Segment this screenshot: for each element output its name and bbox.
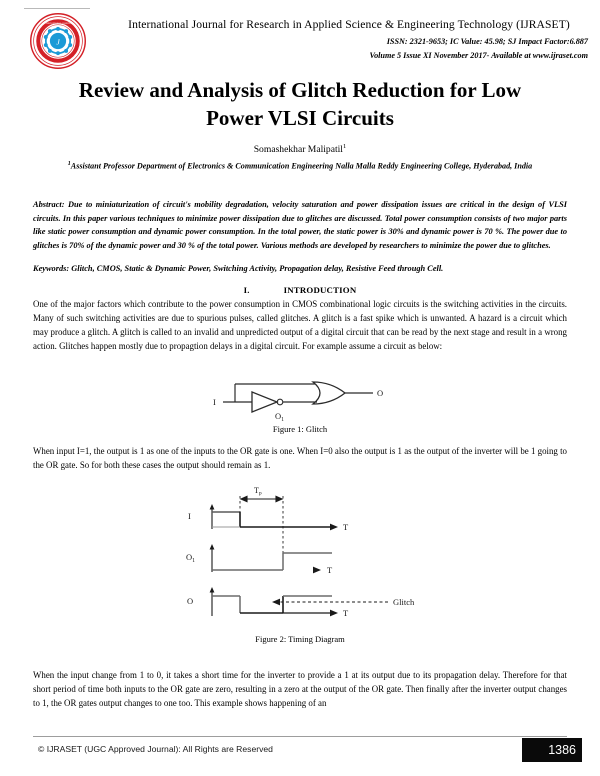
figure2-time-axis-label-I: T xyxy=(343,522,349,532)
keywords-text: Keywords: Glitch, CMOS, Static & Dynamic… xyxy=(33,264,444,273)
figure-1-circuit-diagram: I O1 O xyxy=(205,374,395,423)
figure2-time-axis-label-O1: T xyxy=(327,565,333,575)
figure1-output-label: O xyxy=(377,388,383,398)
author-name-text: Somashekhar Malipatil xyxy=(253,144,343,156)
journal-issn-line: ISSN: 2321-9653; IC Value: 45.98; SJ Imp… xyxy=(386,37,588,46)
svg-text:INTERNATIONAL JOURNAL: INTERNATIONAL JOURNAL xyxy=(43,22,73,25)
figure-1-caption: Figure 1: Glitch xyxy=(272,424,328,434)
figure2-signal-I-label: I xyxy=(188,511,191,521)
timing-diagram-svg: Tp I T O1 xyxy=(186,486,415,618)
affiliation-marker: 1 xyxy=(67,161,71,167)
figure2-axis-arrow-I xyxy=(330,523,338,531)
journal-title: International Journal for Research in Ap… xyxy=(128,18,570,31)
paragraph-after-figure-1: When input I=1, the output is 1 as one o… xyxy=(33,446,567,471)
journal-logo: INTERNATIONAL JOURNAL J xyxy=(24,8,90,74)
figure2-delay-label: Tp xyxy=(254,486,262,497)
figure2-axis-arrow-O1 xyxy=(313,566,321,574)
figure1-input-label: I xyxy=(213,397,216,407)
section-numeral: I. xyxy=(243,285,250,295)
logo-top-rule xyxy=(24,8,90,9)
glitch-circuit-svg: I O1 O xyxy=(213,381,383,423)
footer-divider xyxy=(33,736,567,737)
abstract-text: Abstract: Due to miniaturization of circ… xyxy=(33,200,567,250)
journal-volume-line: Volume 5 Issue XI November 2017- Availab… xyxy=(369,51,588,60)
svg-text:J: J xyxy=(56,37,60,46)
author-affiliation-marker: 1 xyxy=(342,143,347,150)
figure2-signal-O-label: O xyxy=(187,596,193,606)
paper-title: Review and Analysis of Glitch Reduction … xyxy=(78,78,522,131)
figure2-time-axis-label-O: T xyxy=(343,608,349,618)
footer-copyright: © IJRASET (UGC Approved Journal): All Ri… xyxy=(38,744,273,754)
figure2-glitch-arrow xyxy=(272,598,280,606)
figure-2-timing-diagram: Tp I T O1 xyxy=(180,484,460,629)
affiliation-text: Assistant Professor Department of Electr… xyxy=(70,161,533,171)
page-number: 1386 xyxy=(522,738,582,762)
paragraph-after-figure-2: When the input change from 1 to 0, it ta… xyxy=(33,670,567,709)
page-header: INTERNATIONAL JOURNAL J International Jo… xyxy=(0,6,600,74)
ijraset-seal-icon: INTERNATIONAL JOURNAL J xyxy=(30,13,86,69)
figure2-signal-O1-label: O1 xyxy=(186,552,195,564)
figure2-glitch-annotation: Glitch xyxy=(393,597,415,607)
figure1-inverter-output-label: O1 xyxy=(275,411,284,422)
author-affiliation: 1Assistant Professor Department of Elect… xyxy=(32,160,568,173)
section-heading-introduction: I. INTRODUCTION xyxy=(33,285,567,295)
introduction-paragraph: One of the major factors which contribut… xyxy=(33,299,567,352)
author-name: Somashekhar Malipatil1 xyxy=(60,143,540,155)
section-title: INTRODUCTION xyxy=(283,285,357,295)
figure2-axis-arrow-O xyxy=(330,609,338,617)
figure-2-caption: Figure 2: Timing Diagram xyxy=(255,634,345,644)
